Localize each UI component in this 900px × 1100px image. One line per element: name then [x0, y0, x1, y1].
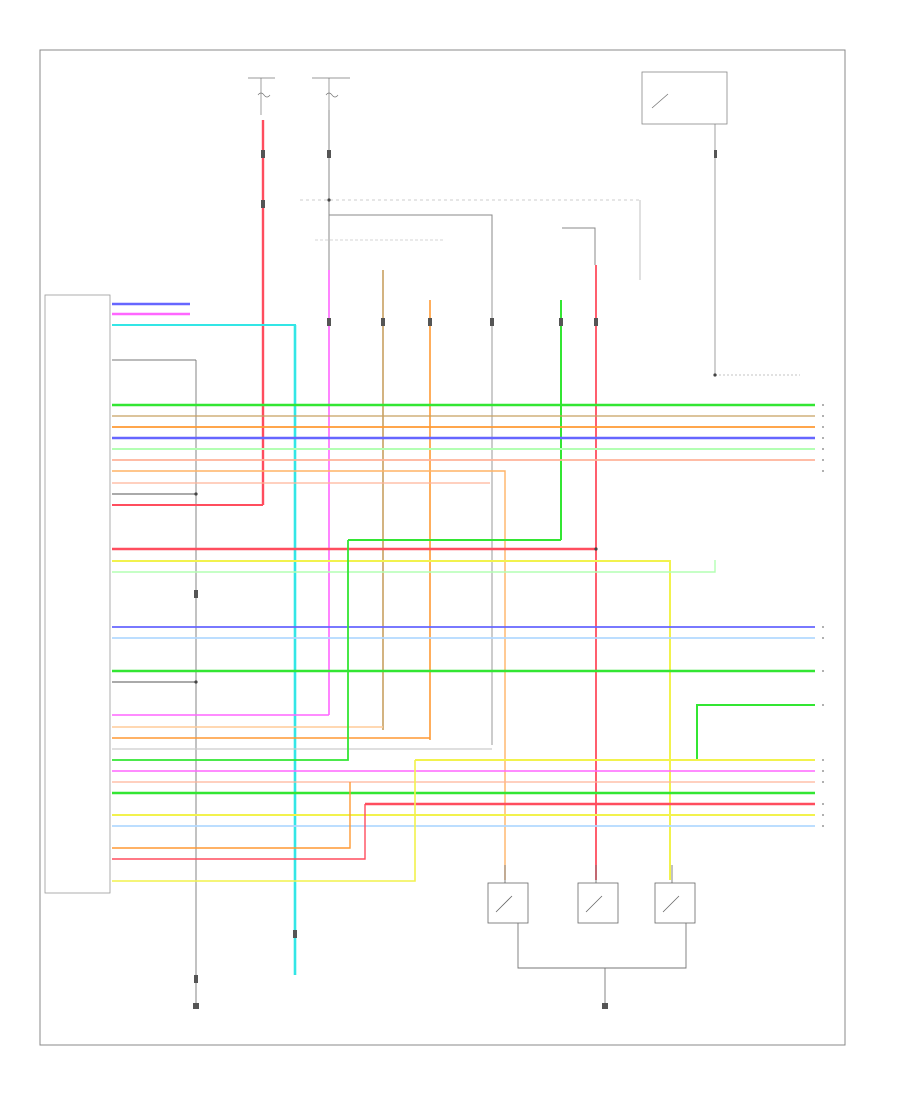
switch-ground-bus — [517, 923, 687, 969]
diagram-frame — [39, 49, 846, 1046]
fuse-block-left — [248, 77, 275, 115]
switch-component-2 — [577, 865, 619, 924]
switch-component-1 — [487, 865, 529, 924]
right-terminals — [822, 404, 824, 827]
gray-supply-bus-2 — [562, 227, 596, 265]
control-module-box — [44, 294, 111, 894]
ignition-switch-contact — [651, 93, 669, 109]
cyan-endpoint-label-block — [270, 978, 320, 1012]
fuse-block-right — [312, 77, 350, 115]
connector-markers — [194, 150, 717, 983]
splice-dots — [194, 198, 717, 684]
horizontal-wires — [112, 302, 815, 882]
switch-component-3 — [654, 865, 696, 924]
ignition-switch-box — [641, 71, 728, 125]
gray-supply-bus — [329, 214, 493, 335]
ground-right-symbol — [602, 1003, 608, 1009]
ground-left-symbol — [193, 1003, 199, 1009]
